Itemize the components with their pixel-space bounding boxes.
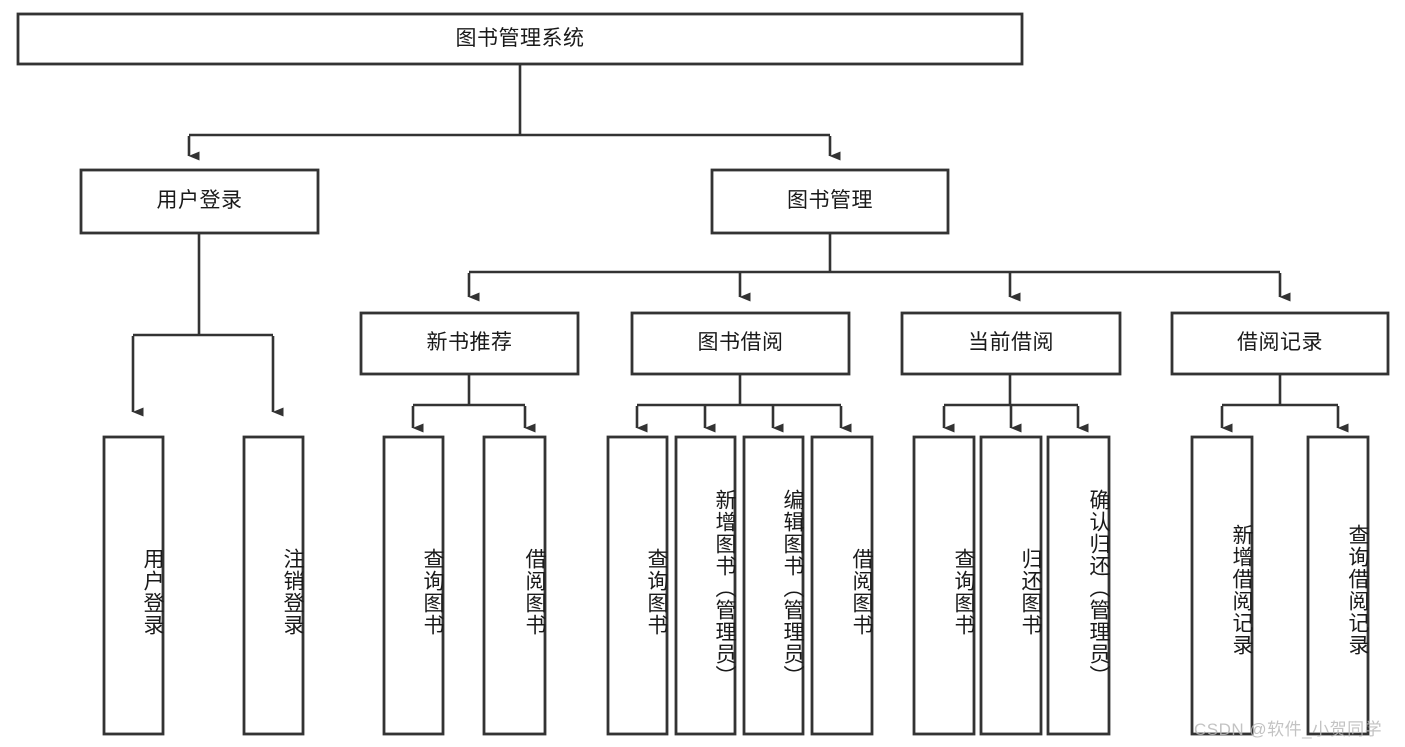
node-box-leaf <box>1190 435 1254 736</box>
node-box-leaf <box>1046 435 1111 736</box>
node-box-leaf <box>810 435 874 736</box>
node-box-new-book <box>359 311 580 376</box>
node-box-leaf <box>242 435 305 736</box>
node-box-borrow-record <box>1170 311 1390 376</box>
node-box-current-borrow <box>900 311 1122 376</box>
node-box-leaf <box>674 435 737 736</box>
node-box-leaf <box>1306 435 1370 736</box>
node-box-root <box>16 12 1024 66</box>
node-box-leaf <box>102 435 165 736</box>
node-box-leaf <box>606 435 669 736</box>
node-box-book-manage <box>710 168 950 235</box>
node-box-leaf <box>912 435 976 736</box>
node-box-user-login <box>79 168 320 235</box>
csdn-watermark: CSDN @软件_小贺同学 <box>1194 720 1383 739</box>
node-box-leaf <box>382 435 445 736</box>
node-box-book-borrow <box>630 311 851 376</box>
node-box-leaf <box>482 435 547 736</box>
node-box-leaf <box>979 435 1043 736</box>
node-box-leaf <box>742 435 805 736</box>
